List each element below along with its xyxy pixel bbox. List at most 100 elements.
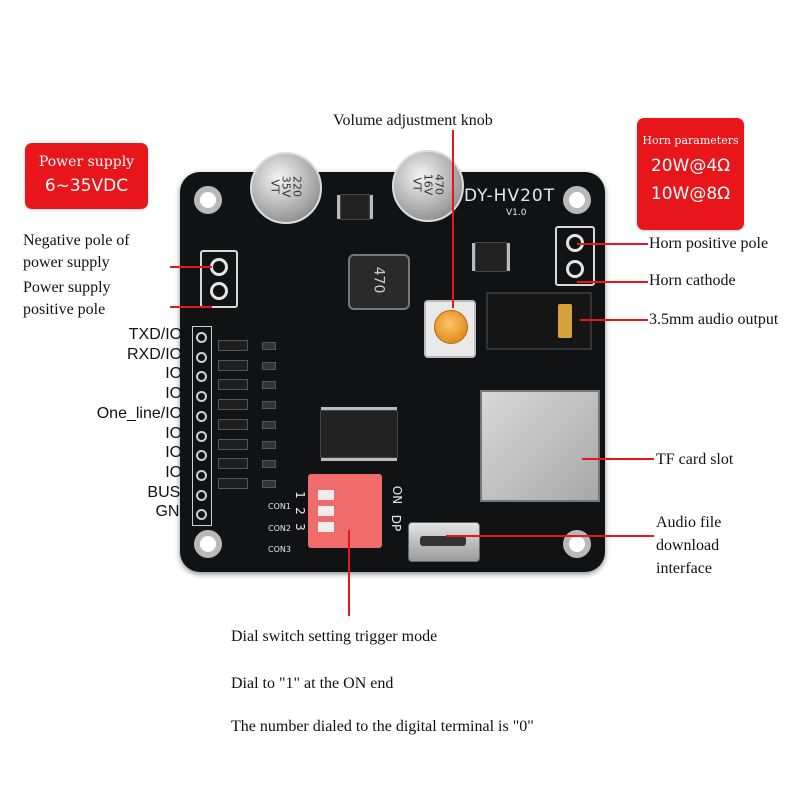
audio-jack-socket-icon (558, 304, 572, 338)
resistor-small-2 (262, 381, 276, 390)
board-version-label: V1.0 (506, 208, 527, 218)
resistor-small-3 (262, 401, 276, 410)
download-interface-label-line-1: Audio file (656, 514, 722, 531)
board-model-label: DY-HV20T (464, 186, 556, 206)
header-pin-6 (196, 450, 207, 462)
con3-label: CON3 (268, 545, 291, 554)
positive-pole-label-line-2: positive pole (23, 301, 106, 318)
header-pin-1 (196, 351, 207, 363)
resistor-6 (218, 458, 248, 470)
negative-pole-pointer-line (170, 266, 212, 268)
horn-parameters-badge: Horn parameters 20W@4Ω 10W@8Ω (637, 118, 744, 230)
header-pin-2 (196, 371, 207, 383)
capacitor-220uf (250, 152, 322, 224)
header-pin-9 (196, 509, 207, 521)
volume-knob-pointer-line (452, 130, 454, 308)
mounting-hole-top-left (194, 186, 222, 214)
power-terminal (200, 250, 238, 308)
power-supply-badge: Power supply 6~35VDC (25, 143, 148, 209)
tf-card-label: TF card slot (656, 451, 734, 468)
pin-label-0: TXD/IO0 (128, 326, 191, 343)
header-pin-3 (196, 391, 207, 403)
con1-label: CON1 (268, 502, 291, 511)
pin-label-8: BUSY (147, 483, 191, 501)
tf-card-pointer-line (582, 458, 654, 460)
header-pin-5 (196, 430, 207, 442)
pin-label-5: IO5 (165, 424, 191, 442)
ic-top-center (340, 194, 370, 220)
dip-switch-dp-label: DP (389, 514, 404, 532)
capacitor-470uf-label: 470 16V VT (410, 173, 446, 196)
pin-header (192, 326, 212, 526)
power-inductor (348, 254, 410, 310)
horn-parameters-title: Horn parameters (642, 134, 739, 147)
horn-cathode-pointer-line (577, 281, 648, 283)
dip-switch-number-2: 2 (292, 507, 307, 515)
resistor-small-4 (262, 420, 276, 429)
horn-parameter-4ohm: 20W@4Ω (650, 156, 731, 176)
resistor-small-1 (262, 361, 276, 370)
con2-label: CON2 (268, 524, 291, 533)
tf-card-slot (480, 390, 600, 502)
header-pin-8 (196, 489, 207, 501)
inductor-label: 470 (370, 266, 387, 294)
download-interface-label-line-3: interface (656, 560, 712, 577)
resistor-small-5 (262, 440, 276, 449)
negative-pole-label-line-1: Negative pole of (23, 232, 130, 249)
resistor-7 (218, 477, 248, 489)
horn-cathode-label: Horn cathode (649, 272, 736, 289)
pin-label-7: IO7 (165, 463, 191, 481)
power-supply-value: 6~35VDC (44, 176, 129, 196)
dip-switch-note-1: Dial switch setting trigger mode (231, 628, 438, 645)
resistor-0 (218, 340, 248, 351)
dip-switch-on-label: ON (390, 485, 405, 505)
pin-label-3: IO3 (165, 385, 191, 403)
dip-switch-pointer-line (348, 530, 350, 616)
pin-label-6: IO6 (165, 444, 191, 462)
mounting-hole-bottom-right (563, 530, 591, 558)
capacitor-220uf-label: 220 35V VT (268, 175, 304, 198)
header-pin-7 (196, 469, 207, 481)
positive-pole-pointer-line (170, 306, 212, 308)
horn-positive-label: Horn positive pole (649, 235, 769, 252)
resistor-small-6 (262, 460, 276, 469)
pin-label-1: RXD/IO1 (126, 345, 191, 363)
micro-usb-opening-icon (420, 536, 466, 546)
dip-switch-toggle-1[interactable] (318, 490, 334, 500)
resistor-small-7 (262, 479, 276, 488)
horn-terminal (555, 226, 595, 286)
header-pin-4 (196, 410, 207, 422)
resistor-1 (218, 359, 248, 371)
resistor-3 (218, 399, 248, 411)
resistor-5 (218, 438, 248, 450)
resistor-small-0 (262, 342, 276, 350)
header-pin-0 (196, 332, 207, 343)
pin-label-9: GND (155, 503, 191, 521)
pin-label-2: IO2 (165, 365, 191, 383)
dip-switch-toggle-3[interactable] (318, 522, 334, 532)
resistor-4 (218, 418, 248, 430)
audio-output-label: 3.5mm audio output (649, 311, 779, 328)
resistor-2 (218, 379, 248, 391)
audio-jack (486, 292, 592, 350)
negative-pole-label-line-2: power supply (23, 254, 110, 271)
power-supply-title: Power supply (38, 154, 135, 170)
download-interface-label-line-2: download (656, 537, 720, 554)
horn-positive-pointer-line (577, 243, 648, 245)
mounting-hole-bottom-left (194, 530, 222, 558)
dip-switch-note-2: Dial to "1" at the ON end (231, 675, 394, 692)
dip-switch-toggle-2[interactable] (318, 506, 334, 516)
audio-output-pointer-line (580, 319, 648, 321)
mounting-hole-top-right (563, 186, 591, 214)
dip-switch-number-1: 1 (292, 491, 307, 499)
volume-knob-icon (434, 310, 468, 344)
ic-decoder (320, 410, 398, 458)
horn-parameter-8ohm: 10W@8Ω (650, 184, 731, 204)
download-interface-pointer-line (446, 535, 654, 537)
pin-label-4: One_line/IO4 (96, 404, 191, 422)
dip-switch-number-3: 3 (292, 523, 307, 531)
positive-pole-label-line-1: Power supply (23, 279, 111, 296)
dip-switch-note-3: The number dialed to the digital termina… (231, 718, 534, 735)
volume-knob-label: Volume adjustment knob (333, 112, 493, 129)
ic-amplifier (475, 242, 507, 272)
